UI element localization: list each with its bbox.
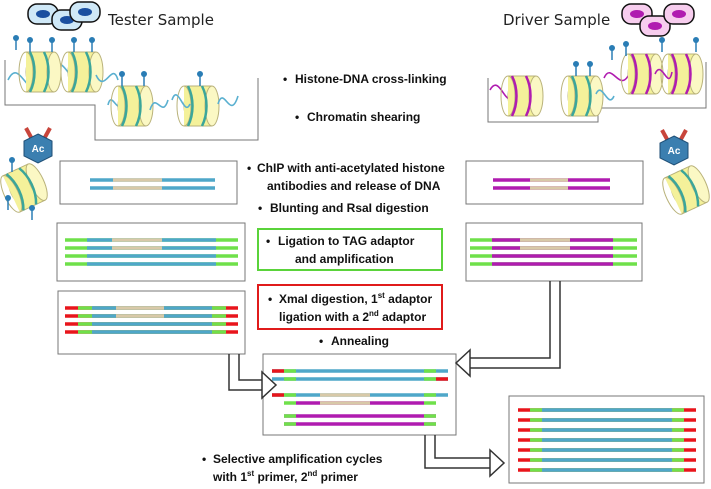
svg-text:ligation with a 2nd adaptor: ligation with a 2nd adaptor (279, 309, 426, 324)
ac-label-left: Ac (32, 144, 45, 155)
ac-label-right: Ac (668, 146, 681, 157)
svg-text:with 1st primer, 2nd primer: with 1st primer, 2nd primer (212, 469, 358, 484)
svg-text:Ligation to TAG adaptor: Ligation to TAG adaptor (278, 234, 415, 248)
step-xmal: • XmaI digestion, 1st adaptor ligation w… (268, 291, 432, 324)
antibody-right-icon: Ac (657, 129, 711, 219)
step-chip: • ChIP with anti-acetylated histone anti… (247, 161, 445, 193)
svg-text:•: • (202, 452, 206, 466)
svg-text:Annealing: Annealing (331, 334, 389, 348)
driver-chip-dna-panel (465, 160, 644, 205)
step-selective: • Selective amplification cycles with 1s… (202, 452, 383, 484)
tester-sample-title: Tester Sample (107, 11, 214, 29)
svg-text:•: • (266, 234, 270, 248)
svg-text:Histone-DNA cross-linking: Histone-DNA cross-linking (295, 72, 447, 86)
step-shearing: • Chromatin shearing (295, 110, 420, 124)
svg-text:•: • (258, 201, 262, 215)
svg-text:ChIP with anti-acetylated hist: ChIP with anti-acetylated histone (257, 161, 445, 175)
tester-chip-dna-panel (59, 160, 238, 205)
svg-text:•: • (247, 161, 251, 175)
svg-text:•: • (295, 110, 299, 124)
svg-text:XmaI digestion, 1st adaptor: XmaI digestion, 1st adaptor (279, 291, 432, 306)
tester-ligation-dna-panel (56, 222, 246, 282)
driver-sample-title: Driver Sample (503, 11, 610, 29)
svg-text:Blunting and RsaI digestion: Blunting and RsaI digestion (270, 201, 429, 215)
step-ligation: • Ligation to TAG adaptor and amplificat… (266, 234, 415, 266)
tester-cells-icon (27, 1, 101, 31)
svg-text:•: • (283, 72, 287, 86)
antibody-left-icon: Ac (0, 127, 53, 221)
step-annealing: • Annealing (319, 334, 389, 348)
tester-chromatin-panel (4, 34, 259, 141)
svg-text:Selective amplification cycles: Selective amplification cycles (213, 452, 383, 466)
svg-text:and amplification: and amplification (295, 252, 394, 266)
svg-text:Chromatin shearing: Chromatin shearing (307, 110, 420, 124)
driver-ligation-dna-panel (465, 222, 643, 282)
arrow-tester-to-annealing (228, 354, 278, 400)
ligation-box (257, 228, 443, 271)
driver-cells-icon (621, 3, 695, 37)
arrow-driver-to-annealing (454, 281, 561, 378)
svg-text:•: • (319, 334, 323, 348)
svg-text:•: • (268, 292, 272, 306)
annealing-dna-panel (262, 353, 457, 436)
step-blunting: • Blunting and RsaI digestion (258, 201, 429, 215)
tester-xmal-dna-panel (57, 290, 246, 355)
amplified-result-panel (508, 395, 705, 484)
step-crosslinking: • Histone-DNA cross-linking (283, 72, 447, 86)
xmal-box (257, 284, 443, 330)
driver-chromatin-panel (487, 36, 707, 123)
arrow-annealing-to-result (424, 435, 506, 478)
svg-text:antibodies and release of DNA: antibodies and release of DNA (267, 179, 441, 193)
